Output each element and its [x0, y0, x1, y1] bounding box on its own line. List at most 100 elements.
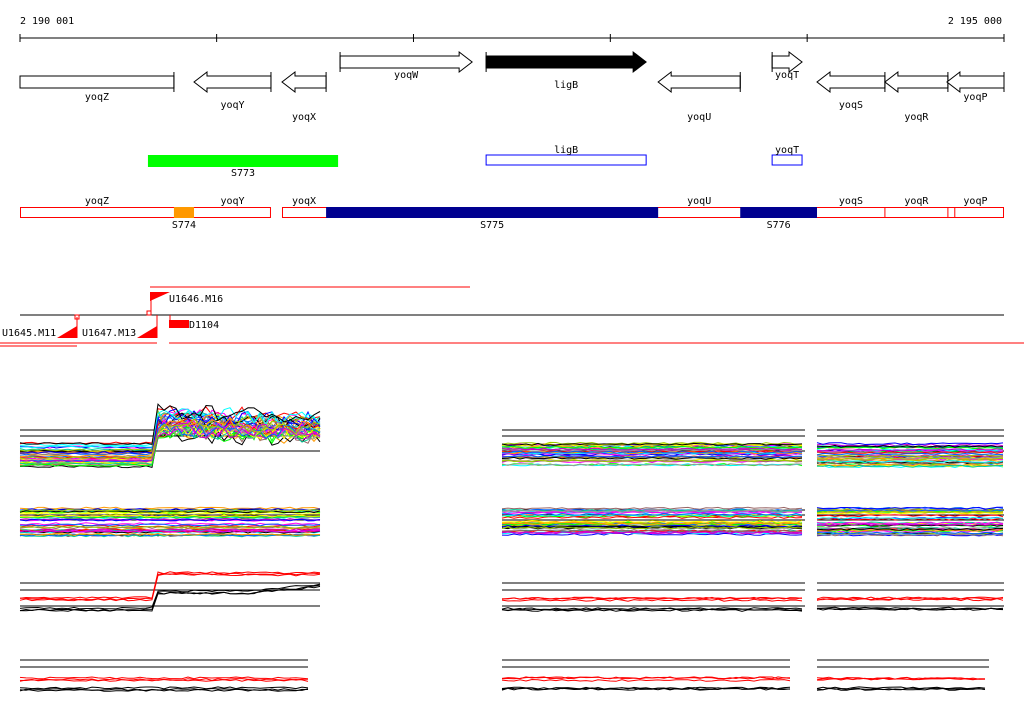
expression-trace — [501, 442, 803, 446]
expression-trace — [502, 525, 803, 529]
expression-trace — [19, 528, 321, 532]
segment-S775[interactable]: S775 — [326, 207, 659, 231]
segment-gene-label: yoqP — [963, 196, 987, 207]
expression-trace — [19, 678, 309, 682]
expression-trace — [816, 460, 1004, 464]
segment-yoqT[interactable]: yoqT — [771, 145, 803, 166]
expression-plot-r1-c2 — [501, 429, 805, 467]
gene-yoqP[interactable]: yoqP — [946, 70, 1005, 103]
expression-trace — [19, 686, 309, 690]
expression-trace — [816, 686, 986, 690]
expression-trace — [19, 571, 321, 599]
expression-trace — [816, 510, 1004, 514]
feature-D1104[interactable]: D1104 — [169, 315, 219, 331]
expression-trace — [19, 529, 321, 533]
expression-trace — [501, 596, 803, 600]
expression-trace — [19, 412, 321, 453]
segment-label: S774 — [172, 220, 196, 231]
expression-trace — [501, 506, 803, 510]
gene-arrow — [946, 70, 1005, 94]
gene-arrow — [281, 70, 327, 94]
gene-yoqY[interactable]: yoqY — [193, 70, 272, 111]
gene-yoqW[interactable]: yoqW — [339, 50, 473, 81]
feature-U1646-M16[interactable]: U1646.M16 — [146, 292, 223, 316]
feature-flag-icon — [150, 292, 170, 301]
expression-plot-r2-c1 — [19, 506, 321, 538]
expression-trace — [501, 676, 791, 680]
expression-trace — [816, 457, 1004, 461]
segment-S776[interactable]: S776 — [740, 207, 818, 231]
expression-trace — [501, 524, 803, 528]
expression-trace — [19, 584, 321, 612]
expression-trace — [501, 454, 803, 458]
segment-label: ligB — [554, 145, 578, 156]
expression-trace — [19, 573, 321, 602]
expression-trace — [816, 514, 1004, 518]
feature-U1645-M11[interactable]: U1645.M11 — [2, 314, 80, 339]
gene-yoqZ[interactable]: yoqZ — [19, 72, 175, 103]
expression-plot-r4-c3 — [816, 659, 989, 691]
expression-trace — [816, 443, 1004, 447]
expression-trace — [816, 606, 1003, 610]
gene-arrow — [19, 75, 175, 89]
expression-trace — [19, 525, 321, 529]
ruler-start-label: 2 190 001 — [20, 16, 74, 27]
segment-S774[interactable]: S774 — [172, 207, 196, 231]
expression-trace — [816, 451, 1004, 455]
gene-label: yoqR — [904, 112, 929, 123]
expression-trace — [501, 509, 803, 513]
expression-trace — [816, 506, 1003, 510]
gene-yoqU[interactable]: yoqU — [657, 70, 741, 123]
gene-label: yoqY — [220, 100, 244, 111]
gene-label: ligB — [554, 80, 578, 91]
expression-trace — [19, 583, 321, 610]
gene-yoqT[interactable]: yoqT — [771, 50, 803, 81]
expression-plot-r3-c3 — [816, 582, 1004, 611]
feature-label: U1647.M13 — [82, 328, 136, 339]
expression-trace — [816, 446, 1004, 450]
segment-label: S775 — [480, 220, 504, 231]
expression-plot-r3-c2 — [501, 582, 805, 612]
segment-ligB[interactable]: ligB — [485, 145, 647, 166]
gene-track: yoqZ yoqY yoqX yoqW ligB yoqU yoqT yoqS yoqR yoqP — [19, 50, 1005, 123]
feature-label: U1645.M11 — [2, 328, 56, 339]
gene-arrow — [485, 50, 647, 74]
gene-arrow — [771, 50, 803, 74]
segment-bar — [485, 154, 647, 166]
segment-gene-label: yoqR — [904, 196, 929, 207]
gene-ligB[interactable]: ligB — [485, 50, 647, 91]
expression-trace — [19, 514, 321, 518]
expression-plot-r3-c1 — [19, 571, 321, 612]
expression-trace — [501, 456, 803, 460]
expression-trace — [501, 519, 803, 524]
segment-bar — [147, 155, 339, 167]
expression-trace — [816, 523, 1004, 527]
expression-plot-r2-c2 — [501, 506, 805, 536]
segment-gene-label: yoqS — [839, 196, 863, 207]
feature-U1647-M13[interactable]: U1647.M13 — [82, 315, 158, 339]
segment-gene-label: yoqX — [292, 196, 316, 207]
expression-profiles — [19, 403, 1004, 692]
expression-trace — [501, 598, 803, 602]
segment-bar — [326, 207, 659, 218]
gene-label: yoqU — [687, 112, 711, 123]
segment-S773[interactable]: S773 — [147, 155, 339, 179]
expression-trace — [816, 456, 1004, 460]
expression-trace — [817, 677, 985, 681]
expression-trace — [19, 572, 321, 601]
segment-label: S773 — [231, 168, 255, 179]
feature-flag-icon — [57, 326, 77, 338]
expression-trace — [816, 526, 1004, 530]
expression-trace — [501, 676, 791, 680]
gene-yoqS[interactable]: yoqS — [816, 70, 886, 111]
expression-trace — [501, 447, 803, 451]
gene-arrow — [339, 50, 473, 74]
gene-yoqX[interactable]: yoqX — [281, 70, 327, 123]
expression-trace — [816, 444, 1004, 448]
gene-label: yoqX — [292, 112, 316, 123]
gene-yoqR[interactable]: yoqR — [884, 70, 949, 123]
expression-trace — [19, 676, 309, 680]
segment-gene-label: yoqZ — [85, 196, 109, 207]
expression-trace — [816, 452, 1004, 456]
ruler-ticks — [19, 34, 1005, 42]
